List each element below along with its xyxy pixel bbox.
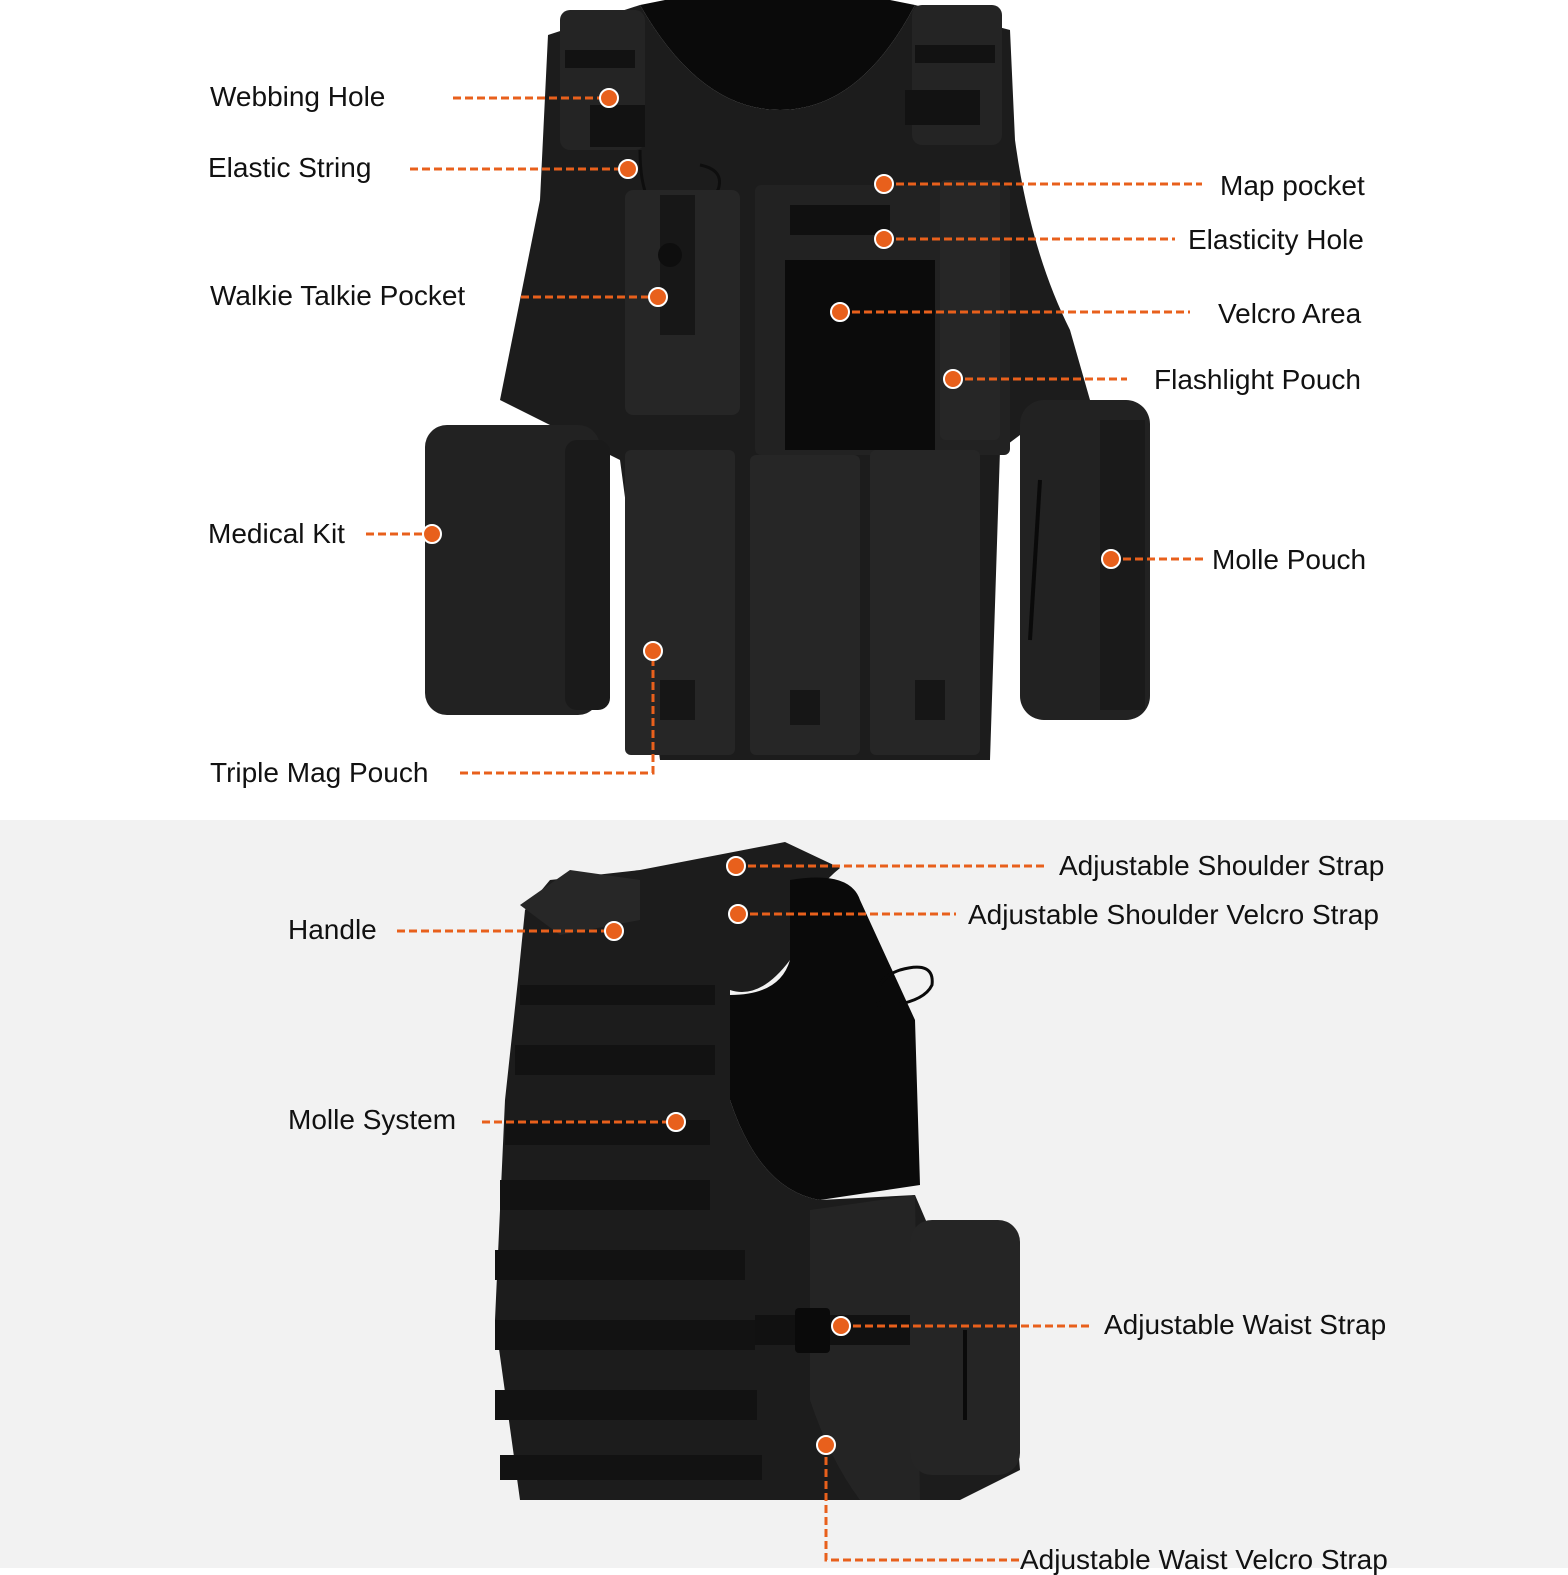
molle-rows xyxy=(495,985,762,1480)
callout-dot xyxy=(816,1435,836,1455)
callout-dot xyxy=(874,229,894,249)
velcro-patch xyxy=(785,260,935,450)
callout-dot xyxy=(599,88,619,108)
callout-dot xyxy=(1101,549,1121,569)
medical-kit-pouch xyxy=(425,425,600,715)
callout-dot xyxy=(831,1316,851,1336)
label-velcro-area: Velcro Area xyxy=(1218,298,1362,329)
mag-pouch-tab xyxy=(915,680,945,720)
callout-dot xyxy=(728,904,748,924)
callouts xyxy=(366,96,1203,1562)
molle-pouch-zipper xyxy=(1028,479,1042,641)
callout-dot xyxy=(643,641,663,661)
side-vest-arm-opening xyxy=(730,877,920,1200)
callout-dot xyxy=(943,369,963,389)
waist-flap xyxy=(810,1195,920,1500)
mag-pouch-2 xyxy=(750,455,860,755)
callout-dot xyxy=(422,524,442,544)
side-elastic-loop xyxy=(876,965,934,1011)
side-handle xyxy=(520,870,640,935)
label-flashlight-pouch: Flashlight Pouch xyxy=(1154,364,1362,395)
label-elastic-string: Elastic String xyxy=(208,152,372,183)
callout-dot xyxy=(604,921,624,941)
mag-pouch-3 xyxy=(870,450,980,755)
webbing-loop xyxy=(905,90,980,125)
mag-pouch-1 xyxy=(625,450,735,755)
label-triple-mag-pouch: Triple Mag Pouch xyxy=(210,757,429,788)
label-handle: Handle xyxy=(288,914,377,945)
label-adjustable-waist-velcro-strap: Adjustable Waist Velcro Strap xyxy=(1020,1544,1388,1575)
label-adjustable-shoulder-strap: Adjustable Shoulder Strap xyxy=(1059,850,1385,881)
webbing-loop xyxy=(590,105,645,147)
mag-pouch-tab xyxy=(660,680,695,720)
label-map-pocket: Map pocket xyxy=(1220,170,1365,201)
callout-dot xyxy=(648,287,668,307)
label-molle-system: Molle System xyxy=(288,1104,457,1135)
callout-line-triple-mag xyxy=(460,651,655,775)
callout-dot xyxy=(618,159,638,179)
side-vest xyxy=(495,842,1020,1500)
callout-dot xyxy=(874,174,894,194)
webbing-loop xyxy=(565,50,635,68)
callout-dot xyxy=(830,302,850,322)
label-molle-pouch: Molle Pouch xyxy=(1212,544,1367,575)
front-vest xyxy=(425,0,1150,760)
walkie-buckle xyxy=(658,243,682,267)
callout-line-waist-velcro xyxy=(824,1445,1020,1562)
waist-strap-buckle xyxy=(795,1308,830,1353)
label-adjustable-shoulder-velcro-strap: Adjustable Shoulder Velcro Strap xyxy=(968,899,1379,930)
webbing-loop xyxy=(915,45,995,63)
mag-pouch-tab xyxy=(790,690,820,725)
label-elasticity-hole: Elasticity Hole xyxy=(1188,224,1364,255)
label-adjustable-waist-strap: Adjustable Waist Strap xyxy=(1104,1309,1387,1340)
medical-kit-side xyxy=(565,440,610,710)
label-walkie-talkie-pocket: Walkie Talkie Pocket xyxy=(210,280,466,311)
front-vest-neck-opening xyxy=(640,0,915,110)
flashlight-pouch-body xyxy=(940,180,1000,440)
callout-dot xyxy=(726,856,746,876)
callout-dot xyxy=(666,1112,686,1132)
callout-dots xyxy=(422,88,1121,1455)
elasticity-loops xyxy=(790,205,890,235)
label-webbing-hole: Webbing Hole xyxy=(210,81,386,112)
label-medical-kit: Medical Kit xyxy=(208,518,345,549)
